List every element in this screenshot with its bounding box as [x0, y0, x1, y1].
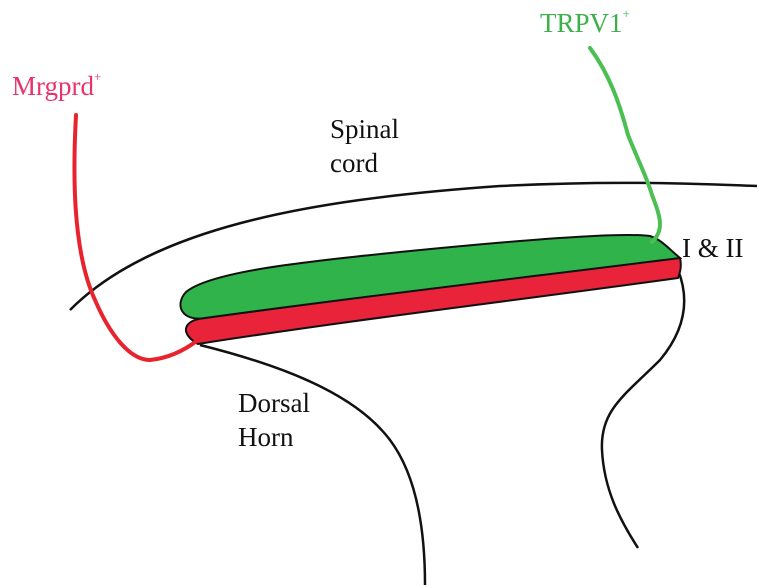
trpv1-label: TRPV1+ — [540, 6, 630, 38]
mrgprd-label-text: Mrgprd — [12, 71, 95, 101]
mrgprd-label-superscript: + — [94, 69, 101, 84]
dorsal-horn-right-outline — [602, 270, 684, 548]
trpv1-fiber — [590, 48, 660, 242]
spinal-cord-label-line1: Spinal — [330, 114, 399, 144]
dorsal-horn-label-line1: Dorsal — [238, 388, 310, 418]
dorsal-horn-left-outline — [200, 345, 425, 585]
mrgprd-label: Mrgprd+ — [12, 69, 101, 101]
dorsal-horn-label-line2: Horn — [238, 422, 294, 452]
laminae-label: I & II — [682, 233, 743, 263]
spinal-cord-label-line2: cord — [330, 148, 378, 178]
trpv1-label-superscript: + — [623, 6, 630, 21]
mrgprd-fiber — [74, 115, 198, 360]
trpv1-label-text: TRPV1 — [540, 8, 623, 38]
